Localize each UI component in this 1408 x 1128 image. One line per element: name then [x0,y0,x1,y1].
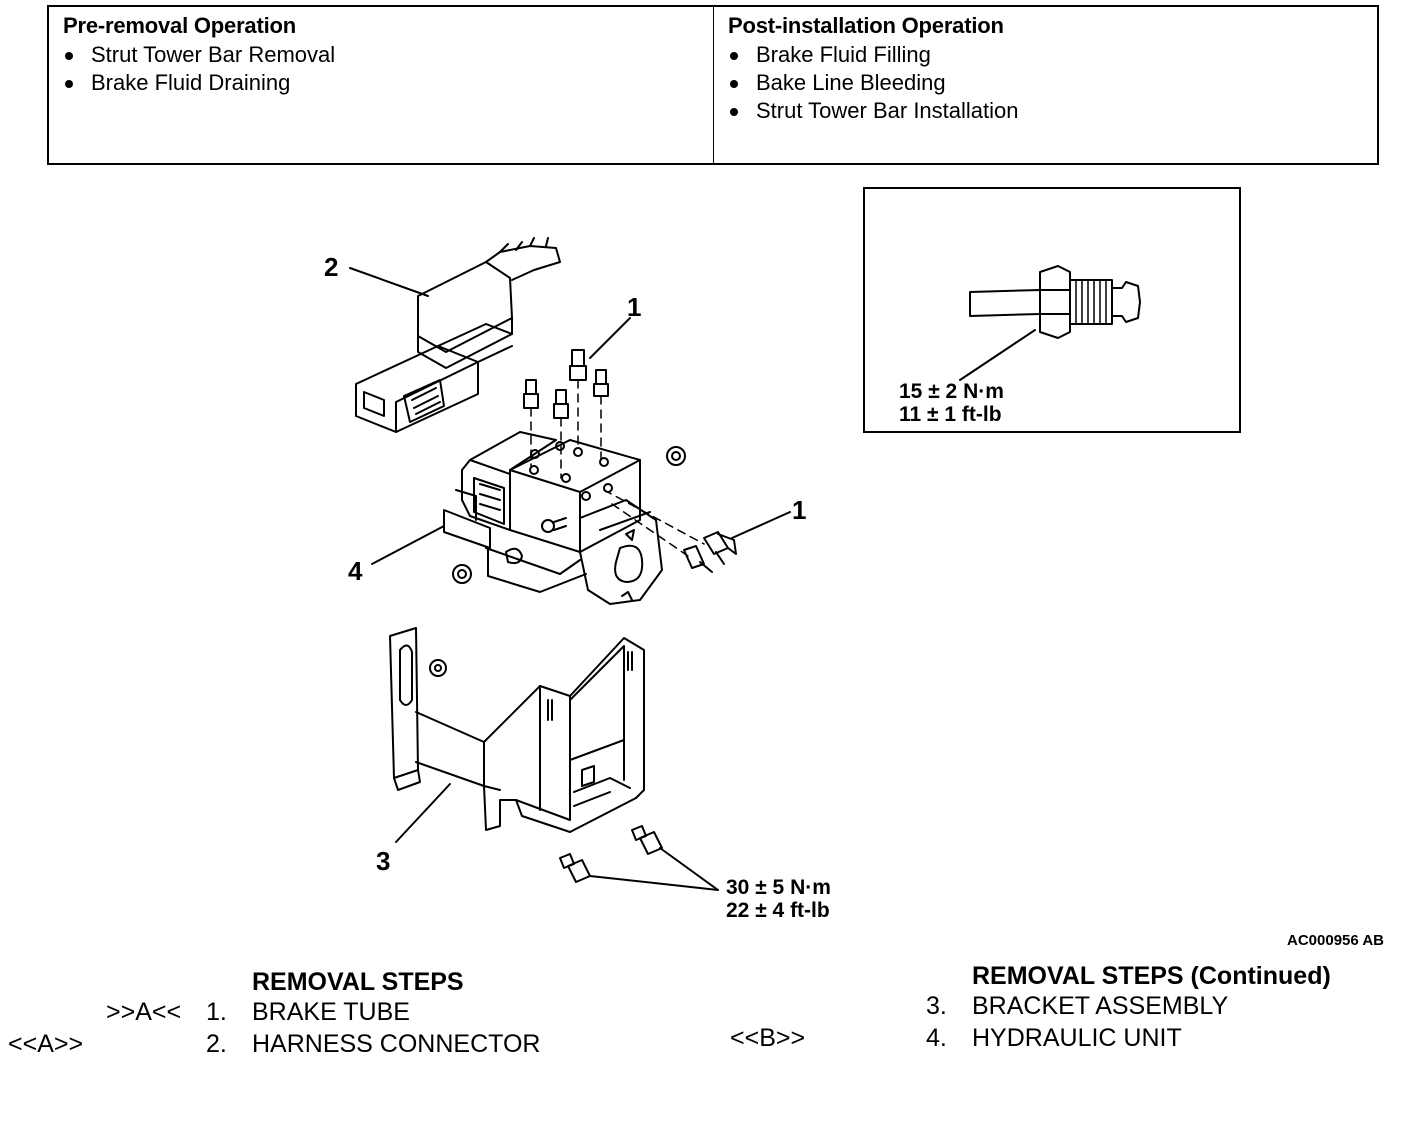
step-4-number: 4. [926,1024,947,1052]
callout-4: 4 [348,556,363,586]
post-installation-title: Post-installation Operation [728,13,1004,38]
bolt-torque-spec: 30 ± 5 N·m 22 ± 4 ft-lb [726,876,831,922]
pre-removal-column: Pre-removal Operation Strut Tower Bar Re… [49,7,714,163]
step-2-number: 2. [206,1030,227,1058]
inset-torque-spec: 15 ± 2 N·m 11 ± 1 ft-lb [899,380,1004,426]
callout-1-right: 1 [792,495,807,525]
post-installation-column: Post-installation Operation Brake Fluid … [714,7,1377,163]
callout-3: 3 [376,846,391,876]
list-item: Brake Fluid Draining [63,69,699,97]
removal-steps-continued-heading: REMOVAL STEPS (Continued) [972,962,1331,990]
step-1-marker: >>A<< [106,998,182,1026]
step-3-number: 3. [926,992,947,1020]
step-2-label: HARNESS CONNECTOR [252,1030,541,1058]
bolt-torque-metric: 30 ± 5 N·m [726,876,831,899]
step-3-label: BRACKET ASSEMBLY [972,992,1229,1020]
bolt-torque-imperial: 22 ± 4 ft-lb [726,899,830,922]
post-installation-list: Brake Fluid Filling Bake Line Bleeding S… [728,41,1363,125]
flare-nut-fitting-drawing [959,265,1141,381]
figure-code: AC000956 AB [1287,932,1384,949]
list-item: Strut Tower Bar Installation [728,97,1363,125]
pre-removal-list: Strut Tower Bar Removal Brake Fluid Drai… [63,41,699,97]
fitting-detail-inset [863,187,1241,433]
operations-table: Pre-removal Operation Strut Tower Bar Re… [47,5,1379,165]
hydraulic-unit-drawing [371,431,686,605]
list-item: Bake Line Bleeding [728,69,1363,97]
callout-2: 2 [324,252,339,282]
side-brake-tube-fittings-drawing [603,489,791,573]
bracket-bolts-drawing [559,825,719,891]
step-1-label: BRAKE TUBE [252,998,410,1026]
callout-1-top: 1 [627,292,642,322]
list-item: Brake Fluid Filling [728,41,1363,69]
inset-torque-metric: 15 ± 2 N·m [899,380,1004,403]
removal-steps-heading: REMOVAL STEPS [252,968,464,996]
inset-torque-imperial: 11 ± 1 ft-lb [899,403,1002,426]
pre-removal-title: Pre-removal Operation [63,13,296,38]
step-1-number: 1. [206,998,227,1026]
harness-connector-drawing [349,237,561,433]
step-4-label: HYDRAULIC UNIT [972,1024,1182,1052]
step-4-note: <<B>> [730,1024,806,1052]
brake-tube-fittings-drawing [523,317,631,479]
step-2-note: <<A>> [8,1030,84,1058]
bracket-assembly-drawing [389,627,645,843]
list-item: Strut Tower Bar Removal [63,41,699,69]
